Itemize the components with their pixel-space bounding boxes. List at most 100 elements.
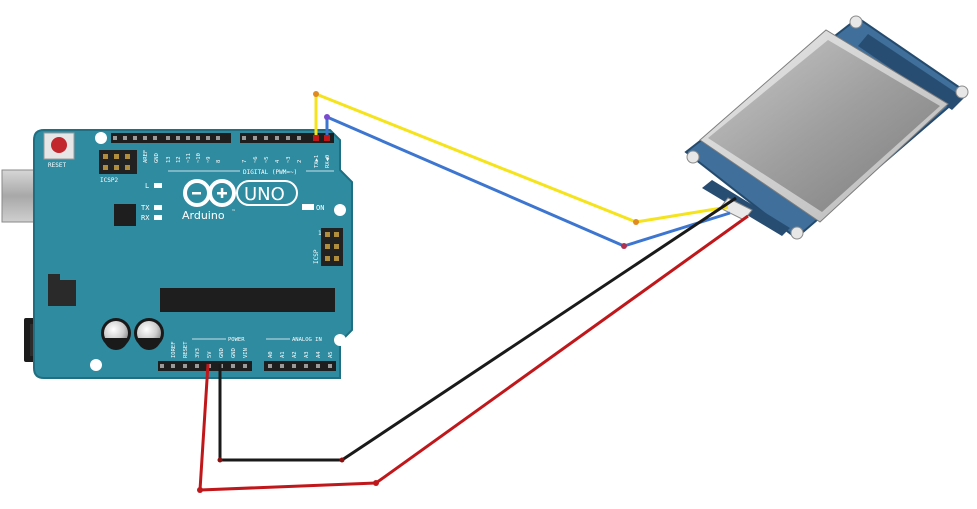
led-l [154,183,162,188]
icsp2-label: ICSP2 [100,177,118,184]
led-on [302,204,314,210]
usb-chip [114,204,136,226]
analog-pin-label: A3 [304,351,310,358]
gnd-wire [218,196,737,462]
tft-display-module [684,15,969,240]
header-pin-hole [113,136,117,140]
analog-pin-label: A0 [268,351,274,358]
header-pin-hole [264,136,268,140]
header-pin-hole [171,364,175,368]
analog-header [264,361,336,371]
vcc-wire [198,214,749,492]
mount-hole [90,359,102,371]
uno-badge [236,180,298,206]
analog-pin-label: A2 [292,351,298,358]
wire-end [313,135,319,141]
reset-button-cap[interactable] [51,137,67,153]
icsp-header [321,228,343,266]
digital-pin-label: ~10 [196,153,202,163]
wire-bend-point [621,243,627,249]
wire-end [324,135,330,141]
header-pin-hole [280,364,284,368]
header-pin-hole [153,136,157,140]
digital-pin-label: TX▶1 [314,155,320,168]
digital-pin-label: 8 [216,160,222,163]
header-pin-hole [176,136,180,140]
mount-hole [334,334,346,346]
led-on-label: ON [316,204,324,212]
header-pin-hole [166,136,170,140]
wire-bend-point [197,487,203,493]
display-mount-hole [849,15,863,29]
header-pin-hole [286,136,290,140]
mount-hole [95,132,107,144]
display-mount-hole [790,226,804,240]
header-pin-hole [297,136,301,140]
wire-bend-point [217,457,223,463]
power-pin-label: GND [219,348,225,358]
power-header [158,361,252,371]
display-screen [708,40,940,212]
led-rx-label: RX [141,214,150,222]
digital-pin-label: 12 [176,156,182,163]
rx-wire [325,115,731,248]
power-pin-label: VIN [243,348,249,358]
analog-pin-label: A5 [328,351,334,358]
header-pin-hole [316,364,320,368]
header-pin-hole [133,136,137,140]
wire-bend-point [324,114,330,120]
header-pin-hole [183,364,187,368]
analog-pin-label: A1 [280,351,286,358]
digital-pin-label: ~6 [253,156,259,163]
header-pin-hole [243,364,247,368]
led-rx [154,215,162,220]
wire-bend-point [313,91,319,97]
wire-bend-point [339,457,345,463]
header-pin-hole [242,136,246,140]
power-pin-label: RESET [183,341,189,358]
trademark-mark: ™ [232,209,235,215]
digital-pin-label: RX◀0 [325,155,331,168]
icsp-pin1-label: 1 [318,230,322,237]
display-mount-hole [955,85,969,99]
power-pin-label: GND [231,348,237,358]
digital-pin-label: 13 [166,156,172,163]
capacitor [134,318,164,350]
header-pin-hole [275,136,279,140]
arduino-uno-board: RESET ICSP2 L TX RX UNO [1,129,353,379]
atmega-chip [160,288,335,312]
header-pin-hole [231,364,235,368]
arduino-pcb [33,129,353,379]
reset-label: RESET [48,162,66,169]
header-pin-hole [195,364,199,368]
voltage-regulator [48,280,76,306]
arduino-logo [183,179,236,207]
led-tx-label: TX [141,204,150,212]
header-pin-hole [186,136,190,140]
digital-pin-label: 7 [242,160,248,163]
header-pin-hole [216,136,220,140]
capacitor [101,318,131,350]
wire-bend-point [633,219,639,225]
header-pin-hole [268,364,272,368]
power-pin-label: 5V [207,351,213,358]
wires [197,91,749,493]
power-pin-label: IOREF [171,341,177,358]
digital-pin-label: ~11 [186,153,192,163]
header-pin-hole [292,364,296,368]
digital-header-left [111,133,231,143]
digital-pin-label: ~3 [286,156,292,163]
header-pin-hole [160,364,164,368]
header-pin-hole [123,136,127,140]
digital-label: DIGITAL (PWM=~) [243,169,297,176]
header-pin-hole [206,136,210,140]
display-mount-hole [686,150,700,164]
header-pin-hole [196,136,200,140]
header-pin-hole [328,364,332,368]
digital-pin-label: ~5 [264,156,270,163]
power-label: POWER [228,337,245,343]
analog-pin-label: A4 [316,351,322,358]
mount-hole [334,204,346,216]
digital-pin-label: ~9 [206,156,212,163]
led-l-label: L [145,182,149,190]
